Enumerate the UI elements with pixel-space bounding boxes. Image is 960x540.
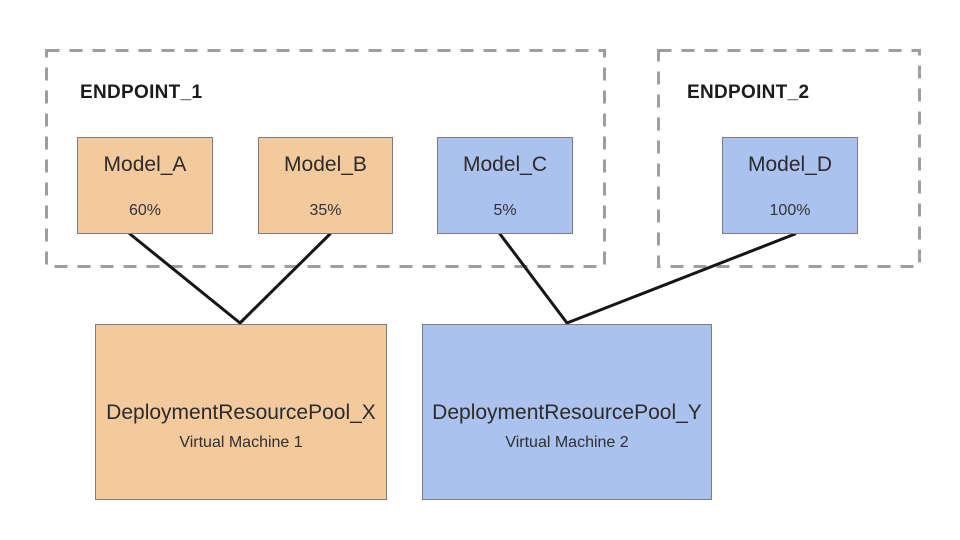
model-d-box: Model_D 100% (722, 137, 858, 234)
model-d-name: Model_D (747, 153, 833, 176)
model-a-name: Model_A (103, 153, 187, 176)
pool-y-machine: Virtual Machine 2 (505, 434, 629, 451)
model-c-traffic-split: 5% (493, 202, 517, 219)
model-a-traffic-split: 60% (128, 202, 162, 219)
model-b-traffic-split: 35% (309, 202, 342, 219)
connector-model-c-to-pool-y (498, 232, 569, 325)
model-c-name: Model_C (462, 153, 548, 176)
model-a-box: Model_A 60% (77, 137, 213, 234)
connector-model-d-to-pool-y (565, 232, 797, 325)
model-b-box: Model_B 35% (258, 137, 393, 234)
endpoint-1-boundary (45, 49, 606, 268)
deployment-resource-pool-y-box: DeploymentResourcePool_Y Virtual Machine… (422, 324, 712, 500)
pool-y-name: DeploymentResourcePool_Y (432, 401, 702, 424)
endpoint-2-boundary (657, 49, 921, 268)
deployment-resource-pool-x-box: DeploymentResourcePool_X Virtual Machine… (95, 324, 387, 500)
pool-x-machine: Virtual Machine 1 (179, 434, 303, 451)
model-b-name: Model_B (284, 153, 367, 176)
endpoint-1-label: ENDPOINT_1 (80, 82, 203, 103)
model-d-traffic-split: 100% (769, 202, 811, 219)
endpoint-2-label: ENDPOINT_2 (687, 82, 810, 103)
model-c-box: Model_C 5% (437, 137, 573, 234)
pool-x-name: DeploymentResourcePool_X (106, 401, 376, 424)
connector-model-b-to-pool-x (238, 232, 332, 325)
connector-model-a-to-pool-x (128, 232, 242, 325)
